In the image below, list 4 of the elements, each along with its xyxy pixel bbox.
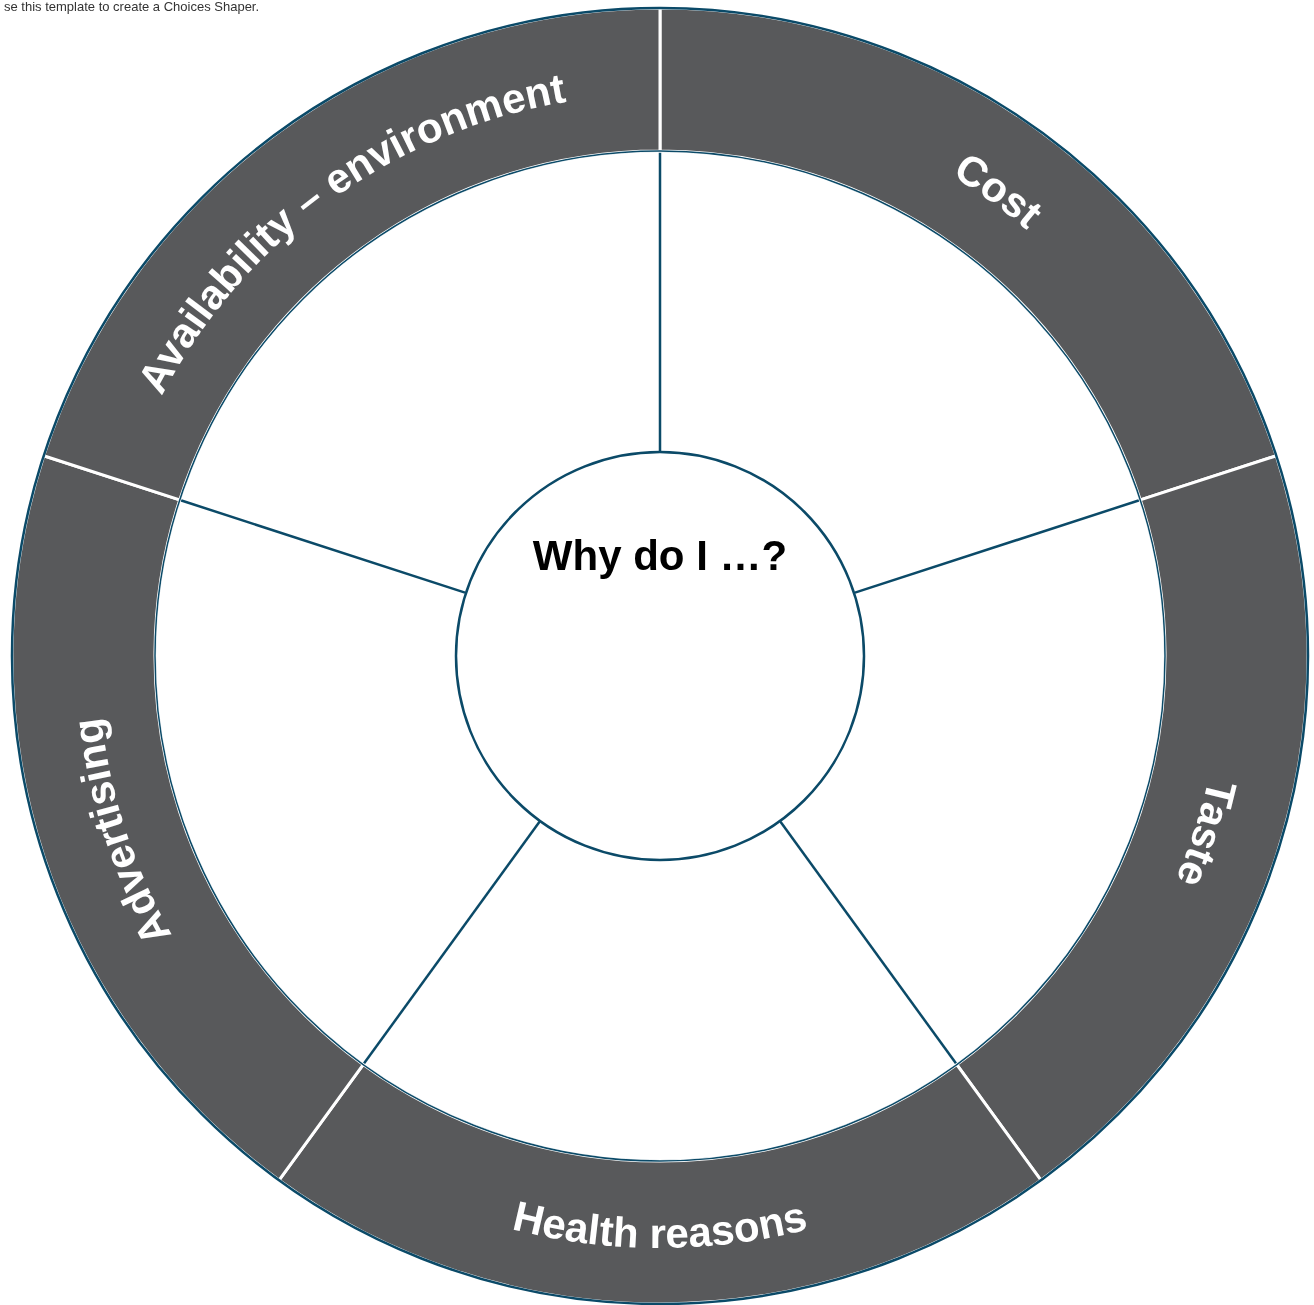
center-question: Why do I …? [532,532,788,579]
segment-label: Health reasons [508,1192,812,1258]
instruction-note: se this template to create a Choices Shaper. [4,0,260,14]
center-circle [454,450,866,862]
